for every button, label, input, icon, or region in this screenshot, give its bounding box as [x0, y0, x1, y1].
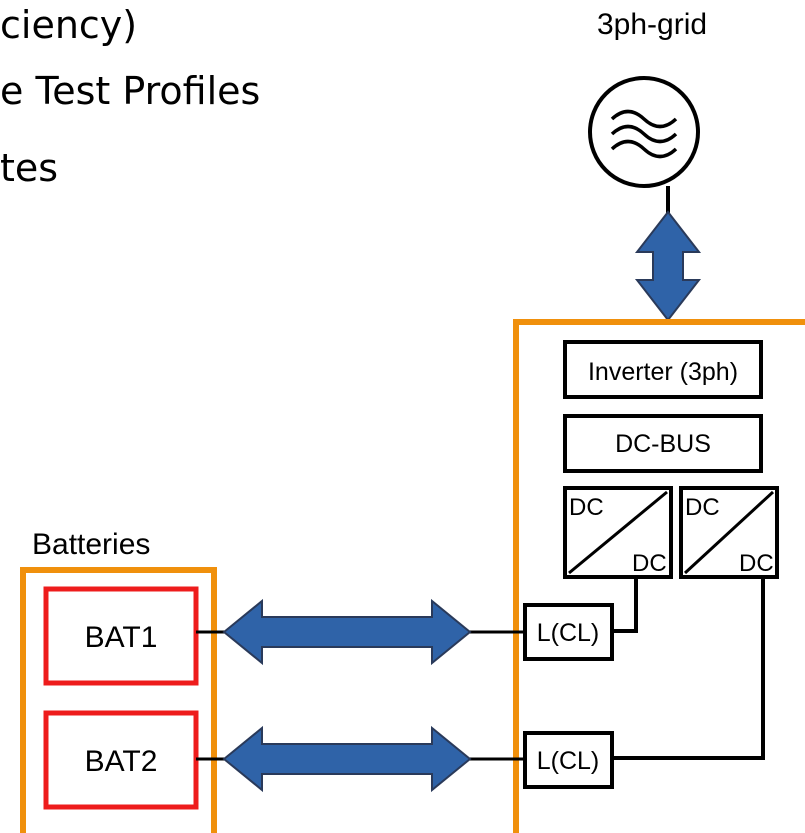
bat1-double-arrow-icon — [222, 598, 472, 666]
inductor-2-label: L(CL) — [537, 747, 600, 775]
batteries-box — [20, 567, 217, 833]
batteries-label: Batteries — [32, 528, 151, 561]
inverter-label: Inverter (3ph) — [588, 358, 738, 386]
dcdc-2-wire — [612, 577, 765, 760]
ac-source-icon — [588, 76, 700, 188]
dc-bus-block: DC-BUS — [563, 414, 763, 473]
bat2-double-arrow-icon — [222, 725, 472, 793]
inductor-block-2: L(CL) — [523, 731, 614, 789]
bat1-label: BAT1 — [85, 621, 158, 654]
converter-box — [513, 319, 805, 833]
dcdc-1-top-label: DC — [569, 494, 604, 521]
grid-double-arrow-icon — [634, 210, 702, 322]
bat2-label: BAT2 — [85, 745, 158, 778]
battery-1: BAT1 — [43, 586, 199, 686]
slide-text-line-1: ciency) — [0, 3, 138, 47]
inductor-1-label: L(CL) — [537, 619, 600, 647]
grid-label: 3ph-grid — [597, 8, 708, 41]
dcdc-converter-2: DC DC — [679, 486, 779, 579]
dcdc-2-top-label: DC — [685, 494, 720, 521]
dc-bus-label: DC-BUS — [615, 430, 711, 458]
inverter-block: Inverter (3ph) — [563, 340, 763, 399]
battery-2: BAT2 — [43, 710, 199, 810]
inductor-block-1: L(CL) — [523, 603, 614, 661]
slide-text-line-3: tes — [0, 146, 59, 190]
slide-text-line-2: e Test Profiles — [0, 69, 261, 113]
dcdc-1-wire — [612, 577, 638, 633]
dcdc-2-bottom-label: DC — [739, 550, 774, 577]
dcdc-converter-1: DC DC — [563, 486, 673, 579]
dcdc-1-bottom-label: DC — [632, 550, 667, 577]
